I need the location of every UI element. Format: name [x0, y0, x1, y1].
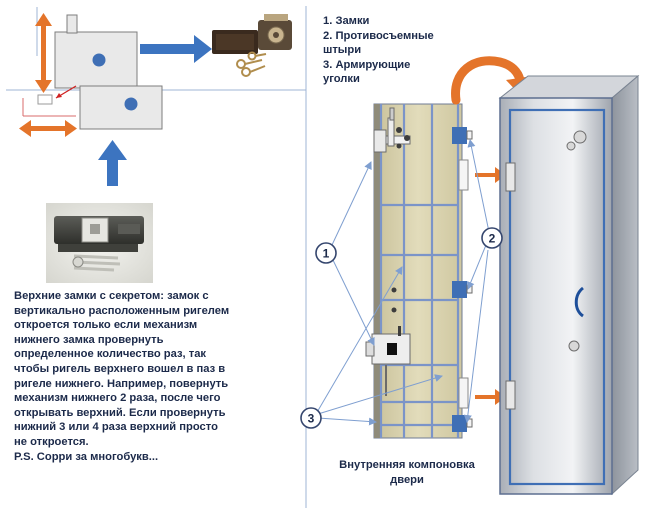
- description-line: нижнего замка провернуть: [14, 333, 164, 346]
- main-door-lock: [365, 287, 411, 396]
- callout-leaders: [315, 139, 490, 426]
- upper-door-lock: [373, 107, 411, 153]
- keys-icon: [236, 51, 267, 77]
- cabinet-hinge-top: [505, 162, 516, 192]
- legend-item: штыри: [323, 44, 362, 57]
- caption-line: двери: [390, 473, 424, 486]
- legend: 1. Замки 2. Противосъемные штыри 3. Арми…: [323, 14, 483, 87]
- cabinet-lock-hole-2: [566, 141, 576, 151]
- legend-item: 2. Противосъемные: [323, 29, 434, 42]
- callout-3: 3: [300, 407, 322, 429]
- reinforcement-grid: [379, 104, 460, 438]
- description-line: открывать верхний. Если провернуть: [14, 406, 226, 419]
- door-hinge-edge: [374, 104, 382, 438]
- legend-item: уголки: [323, 73, 360, 86]
- lower-lock-body: [79, 85, 163, 130]
- callout-3-label: 3: [308, 412, 315, 426]
- cabinet-keyhole: [568, 340, 580, 352]
- description-line: Верхние замки с секретом: замок с: [14, 290, 209, 302]
- cabinet-hinge-bottom: [505, 380, 516, 410]
- right-arrow-to-photo-icon: [140, 35, 212, 63]
- anti-removal-pins: [452, 127, 467, 432]
- callout-1: 1: [315, 242, 337, 264]
- lock-photo-top: [212, 14, 292, 77]
- description-line: вертикально расположенным ригелем: [14, 304, 230, 317]
- safe-cabinet: [498, 74, 640, 496]
- description-line: откроется только если механизм: [14, 319, 198, 332]
- description-line: P.S. Сорри за многобукв...: [14, 450, 159, 463]
- callout-2-label: 2: [489, 232, 496, 246]
- description-line: определенное количество раз, так: [14, 348, 207, 361]
- lower-lock-keyhole: [124, 97, 138, 111]
- horizontal-double-arrow-icon: [19, 120, 77, 137]
- vertical-double-arrow-icon: [35, 13, 52, 93]
- cabinet-front: [499, 97, 613, 495]
- cabinet-side: [611, 74, 639, 496]
- up-arrow-icon: [98, 140, 127, 186]
- cabinet-handle-icon: [574, 286, 585, 318]
- description-line: ригеле нижнего. Например, повернуть: [14, 377, 229, 390]
- double-lock-photo: [46, 203, 153, 283]
- lock-mechanism-schematic: [22, 14, 163, 130]
- upper-lock-bolt: [66, 14, 78, 34]
- legend-item: 1. Замки: [323, 15, 370, 27]
- upper-lock-keyhole: [92, 53, 106, 67]
- door-swing-arrow-icon: [451, 56, 525, 105]
- cabinet-door-outline: [508, 108, 606, 486]
- description-line: не откроется.: [14, 435, 89, 448]
- description-line: нижний 3 или 4 раза верхний просто: [14, 421, 218, 434]
- callout-1-label: 1: [323, 247, 330, 261]
- legend-item: 3. Армирующие: [323, 58, 411, 71]
- caption-line: Внутренняя компоновка: [339, 459, 475, 471]
- callout-2: 2: [481, 227, 503, 249]
- inner-door-layout: [365, 103, 473, 439]
- description-line: механизм нижнего 2 раза, после чего: [14, 392, 221, 405]
- description-line: чтобы ригель верхнего вошел в паз в: [14, 362, 226, 375]
- door-caption: Внутренняя компоновка двери: [336, 458, 478, 487]
- bolt-slot: [37, 94, 53, 105]
- cabinet-lock-hole-1: [573, 130, 587, 144]
- description-text: Верхние замки с секретом: замок с вертик…: [14, 289, 289, 464]
- hinge-brackets: [458, 159, 469, 409]
- door-panel: [373, 103, 463, 439]
